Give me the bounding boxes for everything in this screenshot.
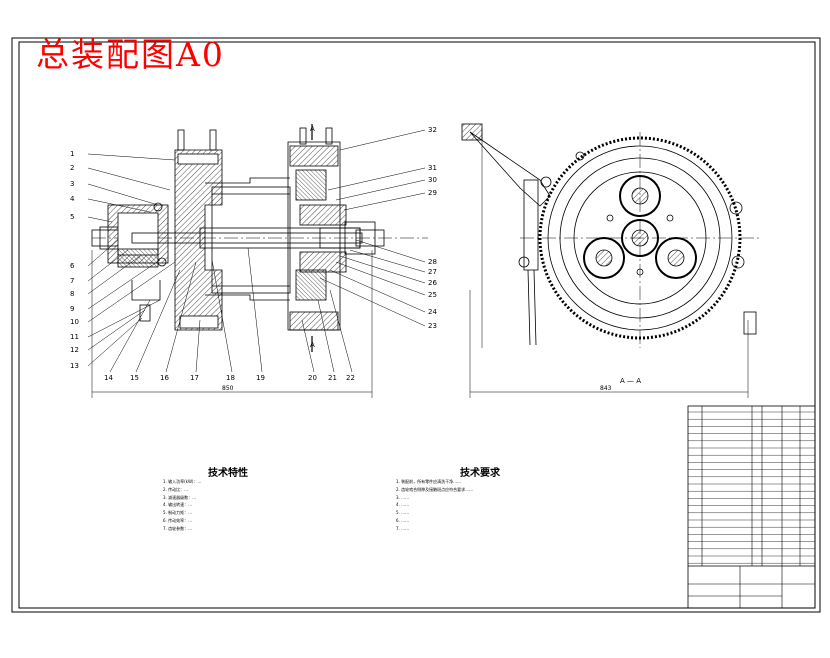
part-number-label: 25: [428, 291, 437, 299]
part-number-label: 17: [190, 374, 199, 382]
part-number-label: 28: [428, 258, 437, 266]
outer-frame: [11, 37, 821, 613]
part-number-label: 29: [428, 189, 437, 197]
tech-req-line: 1. 装配前，所有零件应清洗干净……: [396, 479, 462, 484]
part-number-label: 3: [70, 180, 74, 188]
part-number-label: 4: [70, 195, 75, 203]
tech-spec-line: 3. 减速器级数：…: [163, 494, 197, 500]
part-number-label: 7: [70, 277, 74, 285]
part-number-label: 19: [256, 374, 265, 382]
parts-list: [687, 405, 816, 609]
tech-req-line: 7. ……: [396, 525, 410, 531]
part-number-label: 26: [428, 279, 437, 287]
overall-width-dim: 850: [222, 385, 234, 392]
tech-req-lines: 1. 装配前，所有零件应清洗干净…… 2. 齿轮啮合侧隙及接触斑点应符合要求………: [396, 478, 473, 533]
part-number-label: 16: [160, 374, 169, 382]
part-number-label: 31: [428, 164, 437, 172]
tech-spec-line: 1. 输入功率(kW)：…: [163, 479, 202, 484]
part-number-label: 15: [130, 374, 139, 382]
drawing-title: 总装配图A0: [36, 35, 225, 74]
part-number-label: 11: [70, 333, 79, 341]
part-number-label: 24: [428, 308, 437, 316]
part-number-label: 5: [70, 213, 74, 221]
tech-spec-line: 5. 制动力矩：…: [163, 510, 193, 516]
part-number-label: 30: [428, 176, 437, 184]
part-number-label: 21: [328, 374, 337, 382]
part-number-label: 1: [70, 150, 74, 158]
part-number-label: 10: [70, 318, 79, 326]
tech-req-line: 4. ……: [396, 502, 410, 508]
tech-spec-line: 6. 传动效率：…: [163, 517, 193, 523]
part-number-label: 20: [308, 374, 317, 382]
part-number-label: 23: [428, 322, 437, 330]
part-number-label: 9: [70, 305, 74, 313]
tech-req-line: 6. ……: [396, 517, 410, 523]
part-number-label: 13: [70, 362, 79, 370]
tech-req-line: 3. ……: [396, 494, 410, 500]
section-mark-top: A: [310, 125, 315, 133]
section-mark-bottom: A: [310, 341, 315, 349]
part-number-label: 8: [70, 290, 74, 298]
part-number-label: 14: [104, 374, 113, 382]
tech-spec-line: 7. 齿轮参数：…: [163, 525, 193, 531]
tech-spec-title: 技术特性: [208, 468, 248, 479]
tech-req-title: 技术要求: [460, 468, 500, 479]
part-number-label: 2: [70, 164, 74, 172]
end-view: [461, 123, 760, 398]
part-number-label: 32: [428, 126, 437, 134]
tech-spec-line: 4. 输出转速：…: [163, 502, 193, 508]
tech-spec-line: 2. 传动比：…: [163, 486, 189, 492]
section-view: [87, 124, 428, 398]
inner-frame: [18, 41, 816, 609]
part-number-label: 6: [70, 262, 75, 270]
tech-req-line: 5. ……: [396, 510, 410, 516]
part-number-label: 18: [226, 374, 235, 382]
section-view-label: A — A: [620, 377, 641, 385]
part-number-label: 27: [428, 268, 437, 276]
side-width-dim: 843: [600, 385, 612, 392]
tech-req-line: 2. 齿轮啮合侧隙及接触斑点应符合要求……: [396, 486, 474, 492]
part-number-label: 12: [70, 346, 79, 354]
part-number-label: 22: [346, 374, 355, 382]
tech-spec-lines: 1. 输入功率(kW)：… 2. 传动比：… 3. 减速器级数：… 4. 输出转…: [163, 478, 201, 533]
